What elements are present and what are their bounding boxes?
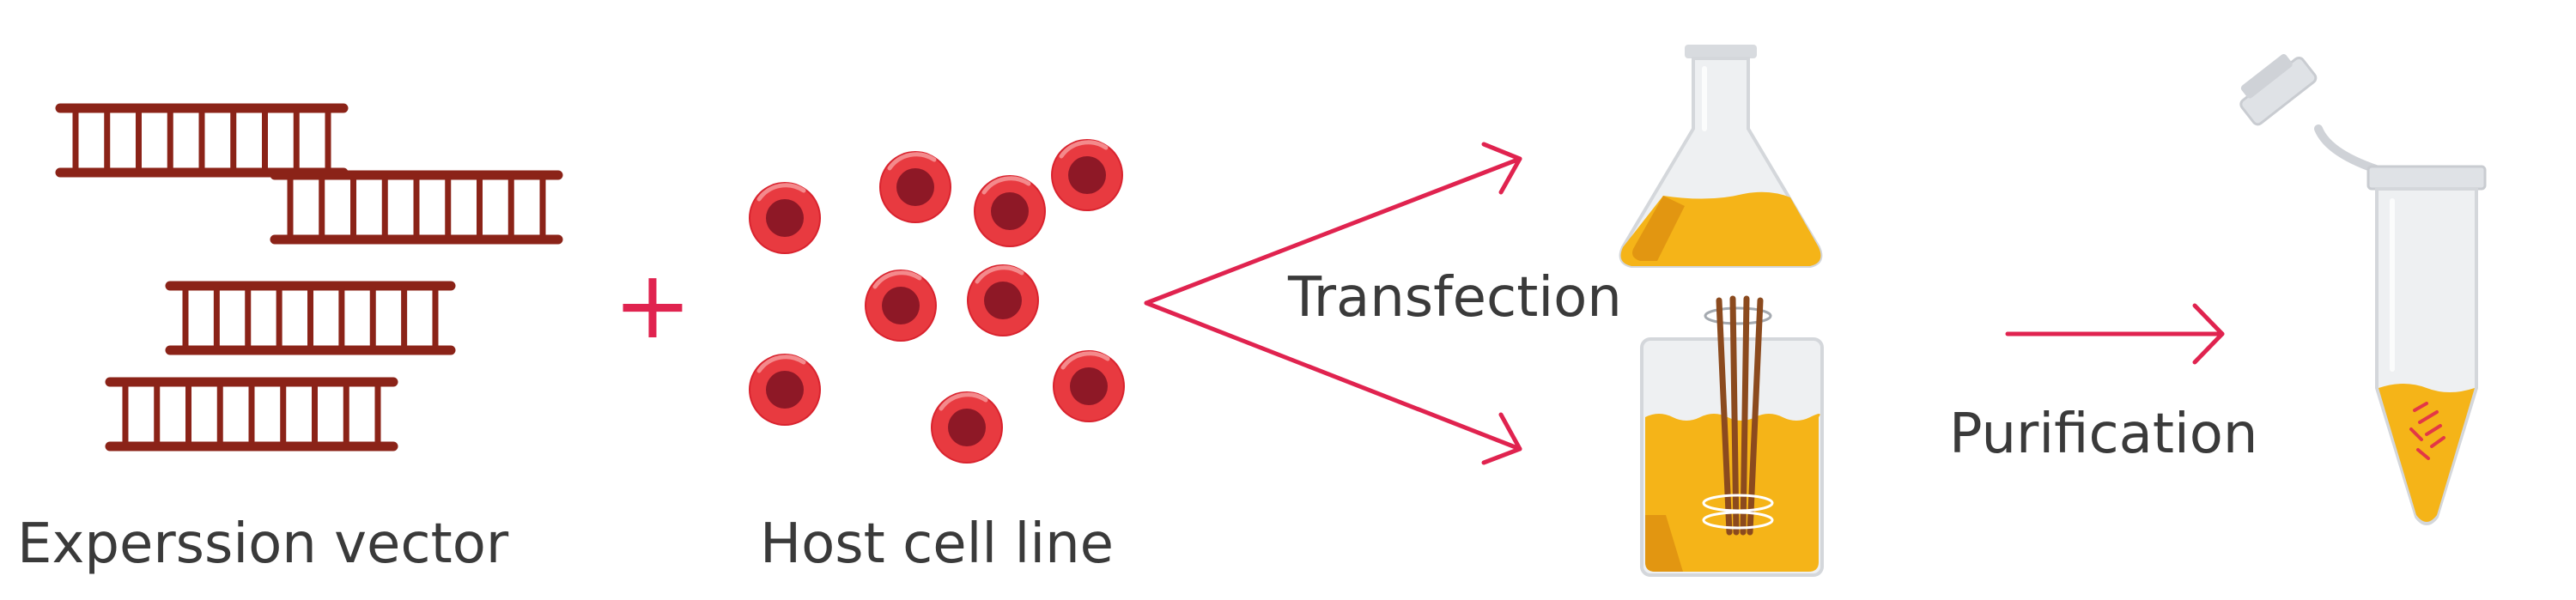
red-blood-cell-icon <box>749 139 1125 464</box>
cell-4 <box>1051 139 1123 211</box>
dna-ladder-3 <box>165 281 456 355</box>
cell-7 <box>749 354 821 426</box>
cell-2 <box>879 151 951 223</box>
dna-ladder-4 <box>105 377 398 452</box>
cell-1 <box>749 182 821 254</box>
cell-8 <box>1053 350 1125 422</box>
microcentrifuge-tube-icon <box>2239 54 2487 525</box>
cell-9 <box>931 391 1003 464</box>
arrow-to-bioreactor <box>1144 300 1522 452</box>
cell-3 <box>974 175 1046 247</box>
label-purification: Purification <box>1949 403 2257 466</box>
label-transfection: Transfection <box>1287 266 1622 330</box>
arrow-to-flask <box>1144 156 1522 306</box>
dna-ladder-2 <box>270 170 563 245</box>
cell-6 <box>967 264 1039 336</box>
cell-5 <box>865 270 937 342</box>
label-expression-vector: Experssion vector <box>17 512 509 576</box>
label-host-cell-line: Host cell line <box>760 512 1114 576</box>
dna-ladder-1 <box>55 103 349 178</box>
purification-arrow <box>2005 303 2225 365</box>
arrowhead-bioreactor <box>1481 412 1522 465</box>
plus-sign: + <box>613 250 692 360</box>
bioreactor-icon <box>1640 295 1824 577</box>
erlenmeyer-flask-icon <box>1619 45 1823 268</box>
dna-ladder-icon <box>55 103 563 452</box>
arrowhead-flask <box>1481 142 1522 195</box>
transfection-arrows <box>1144 142 1522 465</box>
